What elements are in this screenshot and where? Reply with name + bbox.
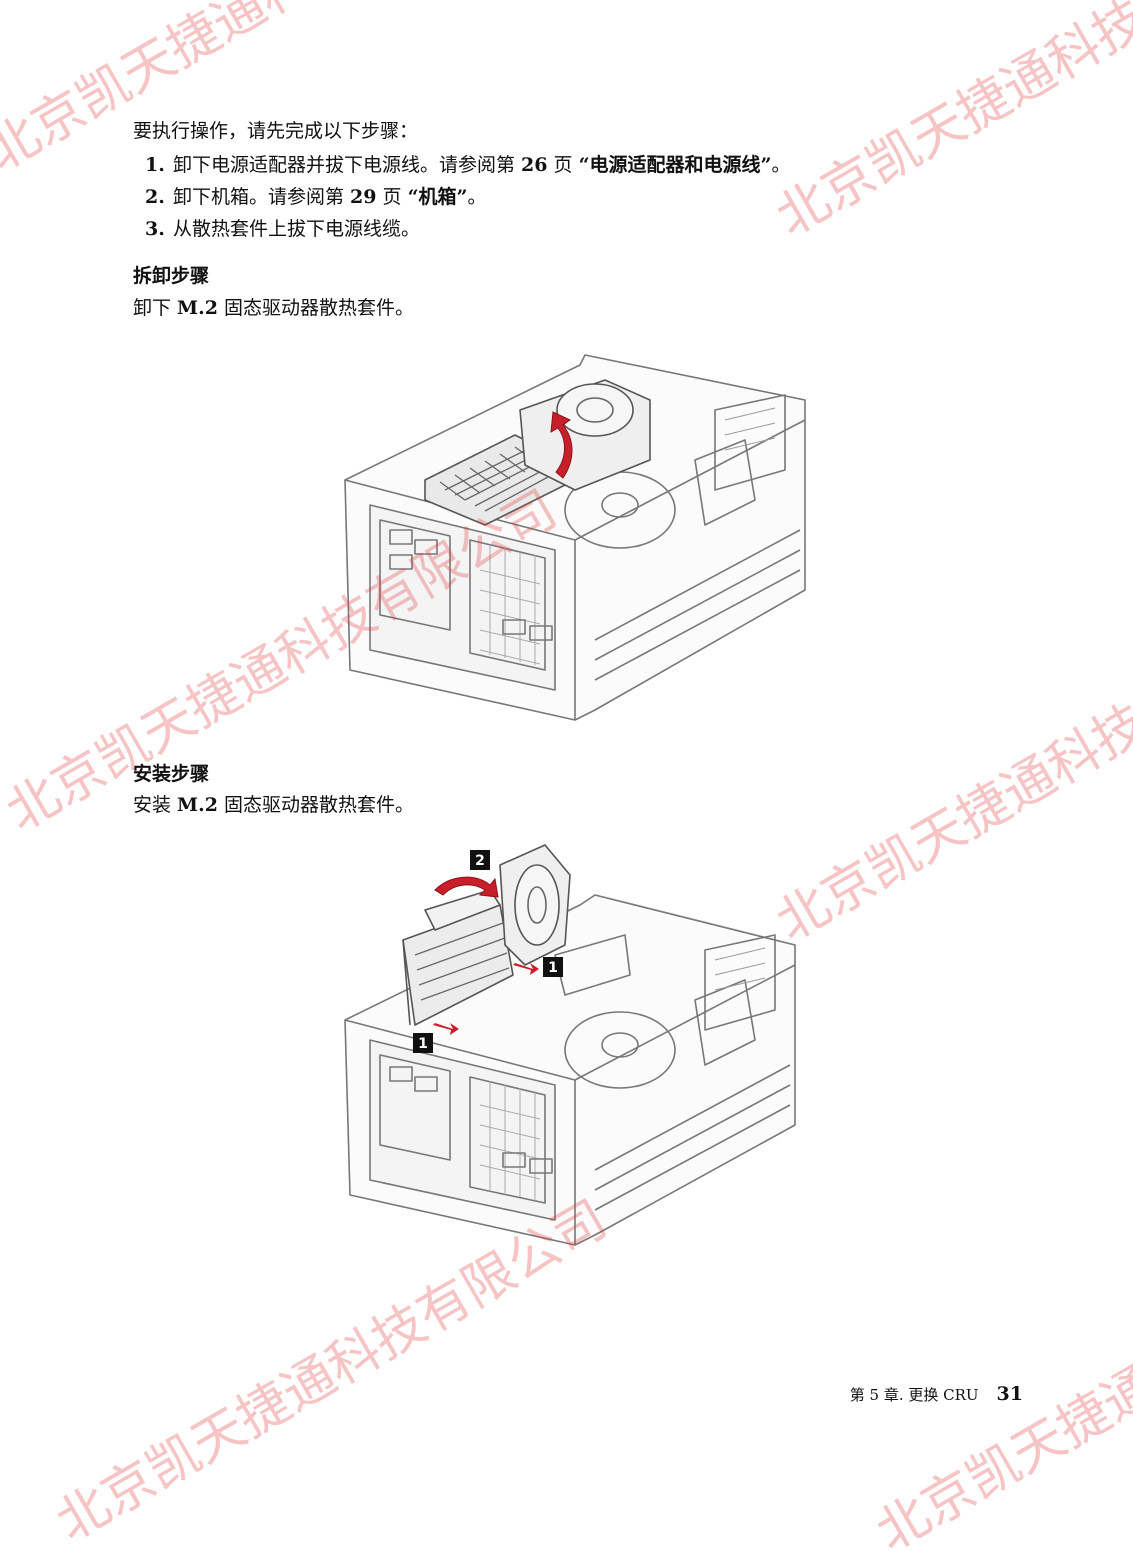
watermark-text: 北京凯天捷通科技有限公司 [866, 1199, 1133, 1564]
step-number: 3. [145, 218, 165, 240]
removal-text-part: M.2 [177, 297, 218, 319]
step-text: 页 [547, 154, 579, 176]
svg-text:1: 1 [418, 1036, 428, 1052]
callout-marker: 1 [413, 1033, 433, 1053]
page-ref: 29 [350, 186, 377, 208]
step-number: 2. [145, 186, 165, 208]
install-heading: 安装步骤 [133, 763, 210, 785]
slide-arrow-icon [433, 1023, 459, 1035]
lift-arrow-icon [550, 411, 573, 479]
step-text: 从散热套件上拔下电源线缆。 [173, 218, 421, 240]
step-text: 。 [771, 154, 791, 176]
intro-text: 要执行操作，请先完成以下步骤： [133, 120, 419, 142]
callout-marker: 1 [543, 957, 563, 977]
section-link[interactable]: “电源适配器和电源线” [578, 154, 772, 176]
step-item: 1. 卸下电源适配器并拔下电源线。请参阅第 26 页 “电源适配器和电源线”。 [145, 152, 790, 178]
slide-arrow-icon [513, 963, 539, 975]
svg-text:1: 1 [548, 960, 558, 976]
step-text: 。 [467, 186, 487, 208]
install-text: 安装 M.2 固态驱动器散热套件。 [133, 792, 414, 818]
install-text-part: M.2 [177, 794, 218, 816]
removal-text-part: 卸下 [133, 297, 178, 319]
removal-heading: 拆卸步骤 [133, 265, 210, 287]
install-text-part: 固态驱动器散热套件。 [217, 794, 414, 816]
step-item: 2. 卸下机箱。请参阅第 29 页 “机箱”。 [145, 184, 486, 210]
removal-text: 卸下 M.2 固态驱动器散热套件。 [133, 295, 414, 321]
removal-text-part: 固态驱动器散热套件。 [217, 297, 414, 319]
step-item: 3. 从散热套件上拔下电源线缆。 [145, 216, 420, 242]
step-text: 页 [376, 186, 408, 208]
step-text: 卸下电源适配器并拔下电源线。请参阅第 [173, 154, 522, 176]
install-text-part: 安装 [133, 794, 178, 816]
watermark-text: 北京凯天捷通科技有限公司 [766, 0, 1133, 249]
section-link[interactable]: “机箱” [407, 186, 468, 208]
page-number: 31 [996, 1383, 1023, 1405]
removal-illustration [344, 354, 806, 721]
svg-text:2: 2 [475, 853, 485, 869]
page-ref: 26 [521, 154, 548, 176]
rotate-arrow-icon [434, 876, 499, 898]
install-illustration: 2 1 1 [344, 844, 796, 1246]
step-number: 1. [145, 154, 165, 176]
step-text: 卸下机箱。请参阅第 [173, 186, 351, 208]
page-footer: 第 5 章. 更换 CRU 31 [850, 1383, 1023, 1405]
footer-chapter: 第 5 章. 更换 CRU [849, 1386, 979, 1404]
callout-marker: 2 [470, 850, 490, 870]
